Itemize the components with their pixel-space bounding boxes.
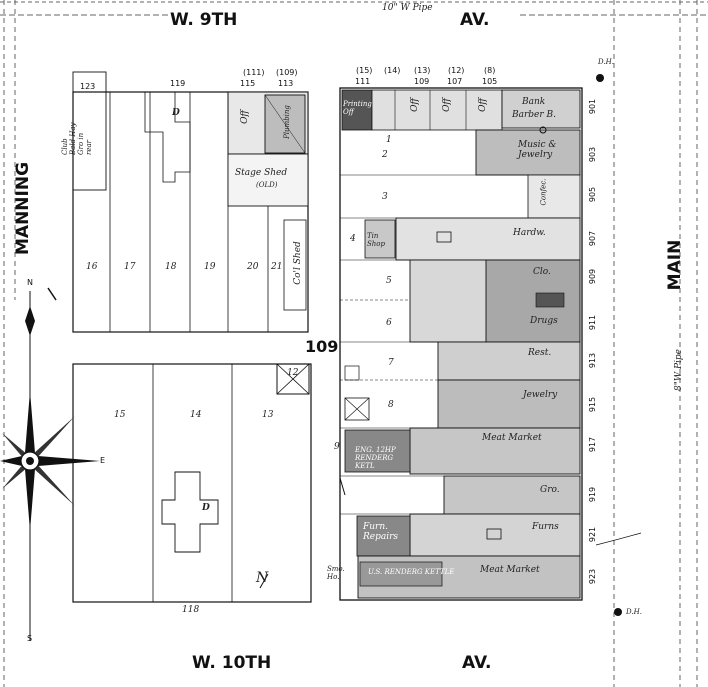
store-music-jewelry: Music & Jewelry (518, 140, 557, 160)
off-rear-1: Off (409, 98, 420, 112)
smoke-house-label: Smo. Ho. (327, 565, 345, 581)
off-west: Off (239, 110, 250, 124)
addr-123: 123 (80, 82, 96, 91)
street-bottom-name: W. 10TH (192, 653, 272, 673)
east-lot-1: 1 (386, 135, 392, 145)
street-top-name: W. 9TH (170, 10, 238, 30)
lot-21: 21 (271, 262, 283, 272)
east-lot-8: 8 (388, 400, 394, 410)
addr-111: 111 (355, 77, 371, 86)
addr-119: 119 (170, 79, 186, 88)
north-arrow-label: N (256, 570, 269, 586)
store-drugs: Drugs (530, 316, 558, 326)
lot-19: 19 (204, 262, 216, 272)
off-rear-3: Off (477, 98, 488, 112)
paren-8: (8) (484, 66, 496, 75)
store-furns: Furns (532, 522, 559, 532)
addr-907: 907 (588, 230, 598, 247)
us-kettle-label: U.S. RENDERG KETTLE (368, 568, 455, 576)
compass-n: N (27, 278, 33, 287)
paren-111: (111) (243, 68, 265, 77)
addr-105: 105 (482, 77, 498, 86)
lot-17: 17 (124, 262, 136, 272)
lot-13: 13 (262, 410, 274, 420)
addr-909: 909 (588, 268, 598, 285)
street-bottom-suffix: AV. (462, 653, 492, 673)
store-barber: Barber B. (512, 110, 557, 120)
addr-118: 118 (182, 605, 200, 615)
store-hardw: Hardw. (513, 228, 546, 238)
addr-107: 107 (447, 77, 463, 86)
dh-mark-top: D.H. (598, 58, 614, 66)
store-jewelry: Jewelry (523, 390, 558, 400)
store-rest: Rest. (528, 348, 552, 358)
east-lot-6: 6 (386, 318, 392, 328)
paren-12: (12) (448, 66, 465, 75)
east-lot-5: 5 (386, 276, 392, 286)
addr-921: 921 (588, 526, 598, 543)
furn-repairs-label: Furn. Repairs (363, 522, 399, 542)
club-label: Club Bald Hay Gro in rear (61, 122, 93, 156)
stage-shed-sub: (OLD) (256, 181, 278, 189)
addr-901: 901 (588, 98, 598, 115)
addr-917: 917 (588, 436, 598, 453)
east-lot-7: 7 (388, 358, 394, 368)
addr-903: 903 (588, 146, 598, 163)
store-bank: Bank (522, 97, 546, 107)
east-lot-4: 4 (350, 234, 356, 244)
store-meat-market-1: Meat Market (482, 433, 542, 443)
off-rear-2: Off (441, 98, 452, 112)
east-lot-9: 9 (334, 442, 340, 452)
store-clo: Clo. (533, 267, 551, 277)
store-gro: Gro. (540, 485, 560, 495)
compass-rose (0, 291, 100, 641)
addr-905: 905 (588, 186, 598, 203)
paren-109: (109) (276, 68, 298, 77)
coal-shed-label: Co'l Shed (292, 241, 303, 285)
plumbing-label: Plumbing (282, 105, 291, 139)
addr-115: 115 (240, 79, 256, 88)
addr-113: 113 (278, 79, 294, 88)
tin-shop-label: Tin Shop (367, 232, 385, 248)
lot-15: 15 (114, 410, 126, 420)
addr-911: 911 (588, 314, 598, 331)
dh-mark-bottom: D.H. (626, 608, 642, 616)
block-number: 109 (305, 337, 339, 356)
lot-14: 14 (190, 410, 202, 420)
paren-15: (15) (356, 66, 373, 75)
eng-kettle-label: ENG. 12HP RENDERG KETL (355, 446, 396, 470)
east-lot-2: 2 (382, 150, 388, 160)
addr-915: 915 (588, 396, 598, 413)
addr-923: 923 (588, 568, 598, 585)
dwelling-d-south: D (202, 503, 210, 513)
street-top-suffix: AV. (460, 10, 490, 30)
pipe-label-top: 10" W Pipe (382, 3, 433, 13)
paren-13: (13) (414, 66, 431, 75)
lot-16: 16 (86, 262, 98, 272)
store-confec: Confec. (539, 178, 548, 206)
dwelling-d-west: D (172, 108, 180, 118)
east-lot-3: 3 (382, 192, 388, 202)
lot-12: 12 (287, 368, 299, 378)
paren-14: (14) (384, 66, 401, 75)
compass-s: S (27, 634, 33, 643)
addr-919: 919 (588, 486, 598, 503)
printing-label: Printing Off (343, 100, 372, 116)
compass-e: E (100, 456, 106, 465)
addr-913: 913 (588, 352, 598, 369)
stage-shed-label: Stage Shed (235, 168, 288, 178)
store-meat-market-2: Meat Market (480, 565, 540, 575)
lot-18: 18 (165, 262, 177, 272)
lot-20: 20 (247, 262, 259, 272)
addr-109: 109 (414, 77, 430, 86)
